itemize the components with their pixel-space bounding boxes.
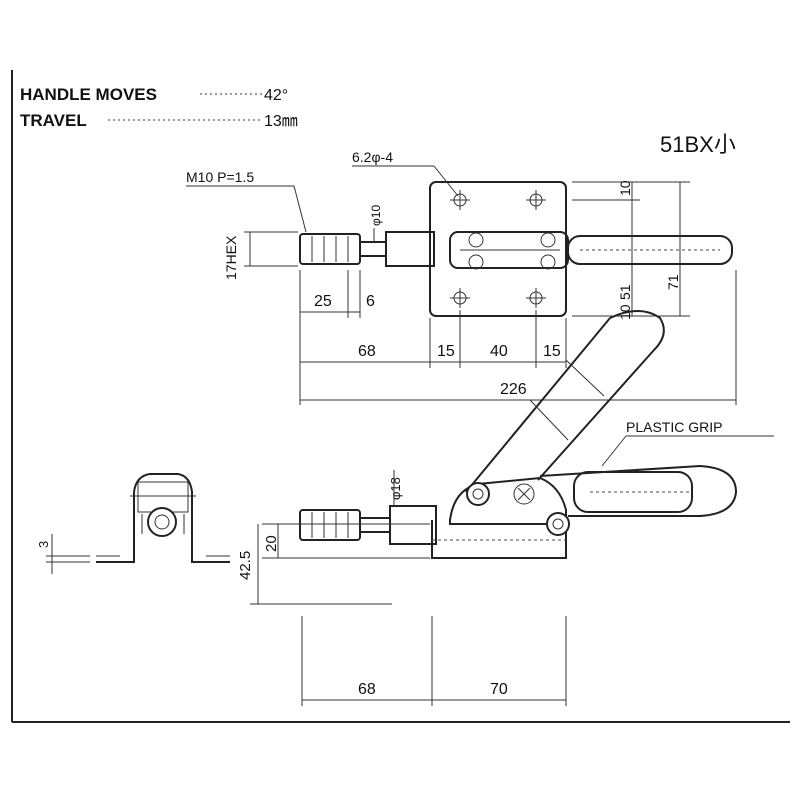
dim-42-5: 42.5	[237, 551, 254, 580]
rod-guide-top-view	[385, 231, 435, 267]
plastic-grip-leader	[601, 435, 627, 467]
dim-71: 71	[665, 274, 681, 290]
linkage-body-side-view	[449, 476, 567, 525]
travel-label: TRAVEL	[20, 111, 87, 130]
dim-15-right: 15	[543, 343, 561, 360]
dim-15-left: 15	[437, 343, 455, 360]
plastic-grip-callout: PLASTIC GRIP	[626, 419, 722, 435]
dim-40: 40	[490, 343, 508, 360]
mounting-hole	[450, 190, 470, 210]
rod-guide-side-view	[389, 505, 437, 545]
pivot-pin	[466, 482, 490, 506]
pivot-pin	[546, 512, 570, 536]
hex-nut-top-view	[299, 233, 361, 265]
hex-size-label: 17HEX	[223, 235, 239, 280]
end-view-body	[96, 473, 230, 563]
dim-51: 51	[617, 284, 633, 300]
hex-nut-side-view	[299, 509, 361, 541]
rod-side-view	[359, 517, 391, 533]
plastic-grip	[573, 471, 693, 513]
rod-diameter-label: φ10	[369, 205, 383, 226]
handle-raised-grip-line	[529, 399, 569, 441]
thread-callout: M10 P=1.5	[186, 169, 254, 185]
handle-closed-position	[539, 464, 738, 517]
travel-value: 13㎜	[264, 113, 298, 130]
dim-68-bottom: 68	[358, 681, 376, 698]
dim-68-top: 68	[358, 343, 376, 360]
holes-callout: 6.2φ-4	[352, 149, 393, 165]
dim-3: 3	[36, 541, 51, 548]
mounting-hole	[450, 288, 470, 308]
end-view-pin	[147, 507, 177, 537]
dim-10-top: 10	[617, 180, 633, 196]
pin-diameter-label: φ18	[388, 477, 403, 500]
dim-25: 25	[314, 293, 332, 310]
holes-leader	[433, 165, 459, 197]
link-pin-cross	[513, 483, 535, 505]
thread-leader	[293, 185, 307, 233]
dim-6: 6	[366, 293, 375, 310]
mounting-hole	[526, 190, 546, 210]
handle-raised-position	[465, 310, 665, 493]
base-plate-top-view	[429, 181, 567, 317]
dim-70: 70	[490, 681, 508, 698]
handle-moves-value: 42°	[264, 87, 288, 104]
handle-grip-top-view	[567, 235, 733, 265]
handle-moves-label: HANDLE MOVES	[20, 85, 157, 104]
dim-226: 226	[500, 381, 527, 398]
rod-top-view	[359, 241, 387, 257]
mounting-hole	[526, 288, 546, 308]
dim-20: 20	[263, 535, 280, 552]
model-number: 51BX小	[660, 132, 736, 157]
base-plate-side-view	[431, 520, 567, 559]
